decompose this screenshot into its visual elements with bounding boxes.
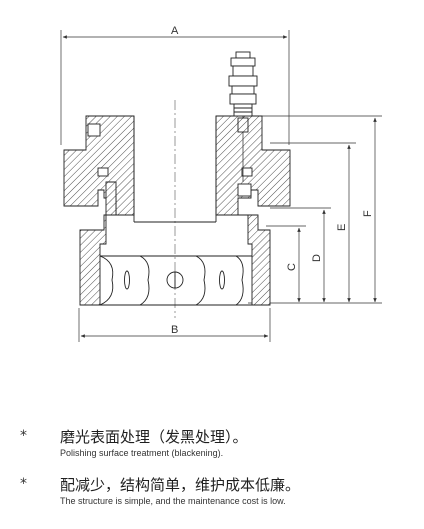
feature-text-en: The structure is simple, and the mainten…: [60, 496, 286, 506]
dimension-d: D: [270, 207, 331, 303]
dimension-c-label: C: [286, 263, 298, 271]
dimension-f-label: F: [362, 210, 374, 217]
feature-text-en: Polishing surface treatment (blackening)…: [60, 448, 224, 458]
feature-text-cn: 磨光表面处理（发黑处理）。: [60, 428, 248, 446]
threaded-ring: [99, 255, 252, 306]
dimension-a-label: A: [171, 25, 179, 37]
bullet-star: *: [20, 476, 27, 492]
dimension-d-label: D: [311, 254, 323, 262]
dimension-b-label: B: [171, 324, 178, 336]
outer-flange: [63, 115, 291, 216]
dimension-e: E: [270, 142, 356, 303]
hydraulic-coupler: [228, 51, 258, 182]
dimension-c: C: [266, 225, 306, 303]
hydraulic-nut-section-drawing: A B C D E F: [60, 25, 382, 342]
dimension-f: F: [262, 115, 382, 303]
feature-text-cn: 配减少，结构简单，维护成本低廉。: [60, 476, 301, 494]
dimension-a: A: [60, 25, 290, 145]
inner-sleeve: [79, 116, 271, 306]
dimension-b: B: [78, 308, 271, 342]
dimension-e-label: E: [336, 224, 348, 231]
bullet-star: *: [20, 428, 27, 444]
